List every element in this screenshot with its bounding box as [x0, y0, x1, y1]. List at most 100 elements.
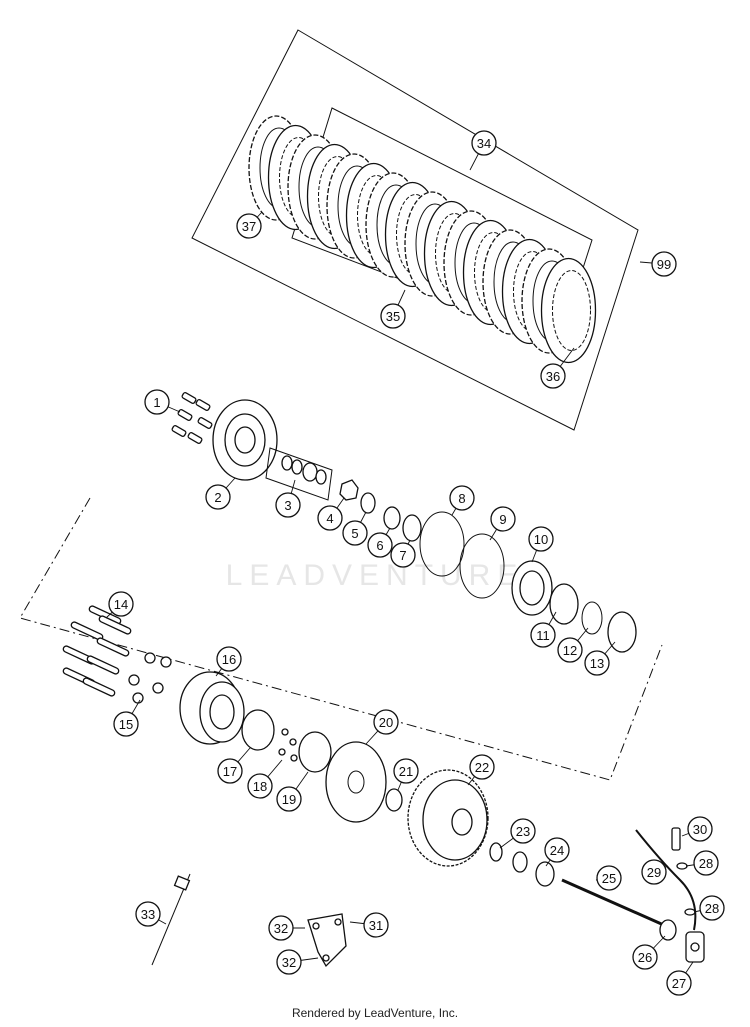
callout-22: 22: [467, 754, 495, 786]
clutch-basket-group: [62, 605, 705, 968]
ramp-plate: [298, 731, 332, 773]
callout-number: 9: [499, 512, 506, 527]
bearing-kit: [281, 455, 327, 485]
callout-bubble: [666, 970, 692, 996]
assembly-line: [19, 497, 663, 781]
callout-27: 27: [666, 961, 694, 996]
callout-number: 17: [223, 764, 237, 779]
callout-bubble: [275, 492, 301, 518]
callout-bubble: [528, 526, 554, 552]
callout-8: 8: [449, 485, 475, 516]
clutch-disc-pack: [191, 29, 639, 431]
callout-number: 36: [546, 369, 560, 384]
callout-bubble: [469, 754, 495, 780]
callout-number: 13: [590, 656, 604, 671]
callout-bubble: [596, 865, 622, 891]
callout-bubble: [216, 646, 242, 672]
callout-25: 25: [595, 865, 622, 891]
callout-21: 21: [393, 758, 419, 791]
callout-number: 16: [222, 652, 236, 667]
primary-gear-basket: [407, 769, 489, 867]
footer-credit: Rendered by LeadVenture, Inc.: [291, 1006, 459, 1020]
push-rod: [561, 878, 667, 928]
callout-bubble: [390, 542, 416, 568]
callout-number: 27: [672, 976, 686, 991]
needle-bearing-small: [512, 851, 528, 873]
callout-18: 18: [247, 759, 283, 799]
callout-bubble: [544, 837, 570, 863]
callout-number: 19: [282, 792, 296, 807]
balls: [278, 728, 298, 762]
callout-bubble: [317, 505, 343, 531]
callout-17: 17: [217, 747, 251, 784]
callout-bubble: [108, 591, 134, 617]
callout-bubble: [510, 818, 536, 844]
sleeve: [535, 861, 555, 887]
callout-bubble: [113, 711, 139, 737]
callout-7: 7: [390, 539, 416, 568]
pressure-cap: [212, 399, 278, 481]
disc-kit-frame: [191, 29, 639, 431]
callout-number: 3: [284, 498, 291, 513]
callout-number: 31: [369, 918, 383, 933]
hex-nut: [339, 479, 359, 501]
callout-1: 1: [144, 389, 181, 415]
o-ring-large: [419, 511, 465, 577]
retainer-ring: [607, 611, 637, 653]
callout-32: 32: [268, 915, 305, 941]
callout-number: 26: [638, 950, 652, 965]
slave-cylinder: [685, 931, 705, 963]
lock-washer: [360, 492, 376, 514]
callout-19: 19: [276, 771, 309, 812]
clutch-disc: [540, 257, 597, 364]
callout-10: 10: [528, 526, 554, 563]
callout-bubble: [342, 520, 368, 546]
callout-29: 29: [641, 859, 669, 885]
callout-bubble: [449, 485, 475, 511]
callout-number: 23: [516, 824, 530, 839]
callout-number: 7: [399, 548, 406, 563]
sealing-washer-upper: [676, 862, 688, 870]
callout-number: 21: [399, 764, 413, 779]
banjo-fitting: [671, 827, 681, 851]
clutch-discs: [248, 115, 597, 364]
callout-number: 29: [647, 865, 661, 880]
lubricant-syringe: [148, 872, 194, 967]
callout-35: 35: [380, 289, 406, 329]
needle-bearing: [402, 514, 422, 542]
callout-number: 12: [563, 643, 577, 658]
callout-bubble: [557, 637, 583, 663]
callout-number: 8: [458, 491, 465, 506]
callout-24: 24: [544, 837, 570, 867]
callout-33: 33: [135, 901, 167, 927]
callout-number: 99: [657, 257, 671, 272]
callout-5: 5: [342, 511, 368, 546]
callout-number: 32: [282, 955, 296, 970]
callout-26: 26: [632, 935, 666, 970]
callout-bubble: [276, 786, 302, 812]
callout-number: 25: [602, 871, 616, 886]
callout-bubble: [135, 901, 161, 927]
callout-number: 15: [119, 717, 133, 732]
callout-number: 28: [705, 901, 719, 916]
callout-bubble: [367, 532, 393, 558]
callout-number: 37: [242, 219, 256, 234]
callout-number: 32: [274, 921, 288, 936]
callout-bubble: [490, 506, 516, 532]
callout-9: 9: [489, 506, 516, 541]
callout-bubble: [687, 816, 713, 842]
callout-bubble: [144, 389, 170, 415]
callout-11: 11: [530, 611, 557, 648]
clutch-studs: [62, 605, 132, 697]
callout-4: 4: [317, 497, 345, 531]
callout-number: 28: [699, 856, 713, 871]
callout-bubble: [205, 484, 231, 510]
callout-number: 34: [477, 136, 491, 151]
callout-31: 31: [349, 912, 389, 938]
callout-number: 35: [386, 309, 400, 324]
callout-34: 34: [469, 130, 497, 171]
callout-99: 99: [639, 251, 677, 277]
callout-bubble: [471, 130, 497, 156]
